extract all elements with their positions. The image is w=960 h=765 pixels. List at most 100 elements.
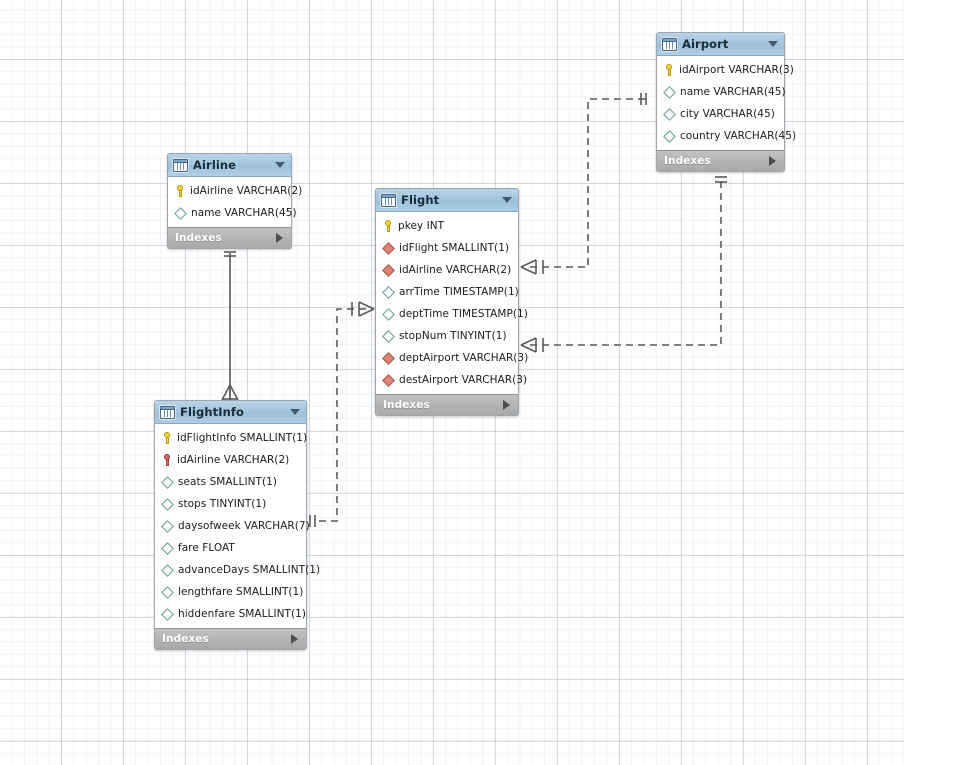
key-yellow-icon — [383, 220, 393, 232]
column-label: pkey INT — [398, 220, 445, 232]
table-node-flight[interactable]: Flight pkey INT idFlight SMALLINT(1) idA… — [375, 188, 528, 419]
table-columns-airline: idAirline VARCHAR(2) name VARCHAR(45) — [168, 177, 302, 227]
column-row[interactable]: hiddenfare SMALLINT(1) — [155, 603, 306, 625]
diamond-white-icon — [162, 586, 173, 598]
diamond-white-icon — [383, 286, 394, 298]
key-yellow-icon — [664, 64, 674, 76]
table-node-flightinfo[interactable]: FlightInfo idFlightInfo SMALLINT(1) idAi… — [154, 400, 320, 653]
column-row[interactable]: fare FLOAT — [155, 537, 306, 559]
table-title: FlightInfo — [180, 405, 245, 419]
column-row[interactable]: name VARCHAR(45) — [168, 202, 297, 224]
column-label: arrTime TIMESTAMP(1) — [399, 286, 519, 298]
table-footer-indexes[interactable]: Indexes — [376, 394, 518, 415]
triangle-right-icon[interactable] — [291, 634, 298, 644]
column-label: seats SMALLINT(1) — [178, 476, 277, 488]
column-row[interactable]: idAirline VARCHAR(2) — [155, 449, 306, 471]
column-label: name VARCHAR(45) — [191, 207, 297, 219]
column-row[interactable]: idFlight SMALLINT(1) — [376, 237, 518, 259]
diamond-white-icon — [162, 608, 173, 620]
indexes-label: Indexes — [162, 633, 209, 645]
column-row[interactable]: country VARCHAR(45) — [657, 125, 796, 147]
column-label: destAirport VARCHAR(3) — [399, 374, 528, 386]
diamond-white-icon — [383, 330, 394, 342]
column-row[interactable]: idAirline VARCHAR(2) — [376, 259, 518, 281]
relationship-airline-flightinfo[interactable] — [221, 251, 239, 401]
relationship-airport-flight-dest[interactable] — [520, 176, 727, 353]
table-footer-indexes[interactable]: Indexes — [168, 227, 291, 248]
indexes-label: Indexes — [664, 155, 711, 167]
column-row[interactable]: idAirport VARCHAR(3) — [657, 59, 794, 81]
triangle-right-icon[interactable] — [276, 233, 283, 243]
column-row[interactable]: daysofweek VARCHAR(7) — [155, 515, 310, 537]
table-header-airline[interactable]: Airline — [168, 154, 291, 177]
column-row[interactable]: advanceDays SMALLINT(1) — [155, 559, 320, 581]
column-row[interactable]: stopNum TINYINT(1) — [376, 325, 518, 347]
relationship-flightinfo-flight[interactable] — [309, 301, 375, 527]
column-row[interactable]: seats SMALLINT(1) — [155, 471, 306, 493]
table-columns-flight: pkey INT idFlight SMALLINT(1) idAirline … — [376, 212, 528, 394]
column-label: stops TINYINT(1) — [178, 498, 267, 510]
diamond-white-icon — [383, 308, 394, 320]
table-title: Flight — [401, 193, 440, 207]
table-header-flight[interactable]: Flight — [376, 189, 518, 212]
table-icon — [173, 158, 188, 172]
diamond-white-icon — [162, 564, 173, 576]
chevron-down-icon[interactable] — [290, 409, 300, 415]
column-label: idFlight SMALLINT(1) — [399, 242, 510, 254]
column-row[interactable]: lengthfare SMALLINT(1) — [155, 581, 306, 603]
table-footer-indexes[interactable]: Indexes — [155, 628, 306, 649]
diamond-red-icon — [383, 264, 394, 276]
diamond-white-icon — [162, 476, 173, 488]
column-label: name VARCHAR(45) — [680, 86, 786, 98]
table-columns-airport: idAirport VARCHAR(3) name VARCHAR(45) ci… — [657, 56, 796, 150]
diamond-white-icon — [664, 86, 675, 98]
column-row[interactable]: pkey INT — [376, 215, 518, 237]
triangle-right-icon[interactable] — [769, 156, 776, 166]
indexes-label: Indexes — [175, 232, 222, 244]
triangle-right-icon[interactable] — [503, 400, 510, 410]
column-row[interactable]: name VARCHAR(45) — [657, 81, 786, 103]
table-columns-flightinfo: idFlightInfo SMALLINT(1) idAirline VARCH… — [155, 424, 320, 628]
column-row[interactable]: deptTime TIMESTAMP(1) — [376, 303, 528, 325]
table-title: Airline — [193, 158, 237, 172]
indexes-label: Indexes — [383, 399, 430, 411]
column-row[interactable]: arrTime TIMESTAMP(1) — [376, 281, 519, 303]
column-row[interactable]: idFlightInfo SMALLINT(1) — [155, 427, 307, 449]
key-yellow-icon — [162, 432, 172, 444]
table-header-airport[interactable]: Airport — [657, 33, 784, 56]
diamond-white-icon — [162, 498, 173, 510]
column-label: idAirline VARCHAR(2) — [177, 454, 290, 466]
table-footer-indexes[interactable]: Indexes — [657, 150, 784, 171]
column-label: country VARCHAR(45) — [680, 130, 797, 142]
column-label: daysofweek VARCHAR(7) — [178, 520, 310, 532]
table-header-flightinfo[interactable]: FlightInfo — [155, 401, 306, 424]
table-node-airport[interactable]: Airport idAirport VARCHAR(3) name VARCHA… — [656, 32, 796, 175]
chevron-down-icon[interactable] — [502, 197, 512, 203]
column-label: lengthfare SMALLINT(1) — [178, 586, 304, 598]
column-row[interactable]: city VARCHAR(45) — [657, 103, 784, 125]
column-row[interactable]: idAirline VARCHAR(2) — [168, 180, 302, 202]
diamond-red-icon — [383, 374, 394, 386]
column-label: idAirline VARCHAR(2) — [399, 264, 512, 276]
column-label: hiddenfare SMALLINT(1) — [178, 608, 306, 620]
chevron-down-icon[interactable] — [768, 41, 778, 47]
diamond-white-icon — [664, 108, 675, 120]
column-row[interactable]: stops TINYINT(1) — [155, 493, 306, 515]
column-row[interactable]: destAirport VARCHAR(3) — [376, 369, 527, 391]
diamond-white-icon — [175, 207, 186, 219]
column-label: idAirport VARCHAR(3) — [679, 64, 794, 76]
diamond-red-icon — [383, 242, 394, 254]
diamond-white-icon — [664, 130, 675, 142]
table-node-airline[interactable]: Airline idAirline VARCHAR(2) name VARCHA… — [167, 153, 302, 252]
column-label: city VARCHAR(45) — [680, 108, 775, 120]
relationship-airport-flight-dept[interactable] — [520, 93, 648, 275]
table-icon — [662, 37, 677, 51]
column-label: deptTime TIMESTAMP(1) — [399, 308, 528, 320]
diamond-red-icon — [383, 352, 394, 364]
column-row[interactable]: deptAirport VARCHAR(3) — [376, 347, 528, 369]
chevron-down-icon[interactable] — [275, 162, 285, 168]
column-label: idAirline VARCHAR(2) — [190, 185, 303, 197]
diamond-white-icon — [162, 520, 173, 532]
